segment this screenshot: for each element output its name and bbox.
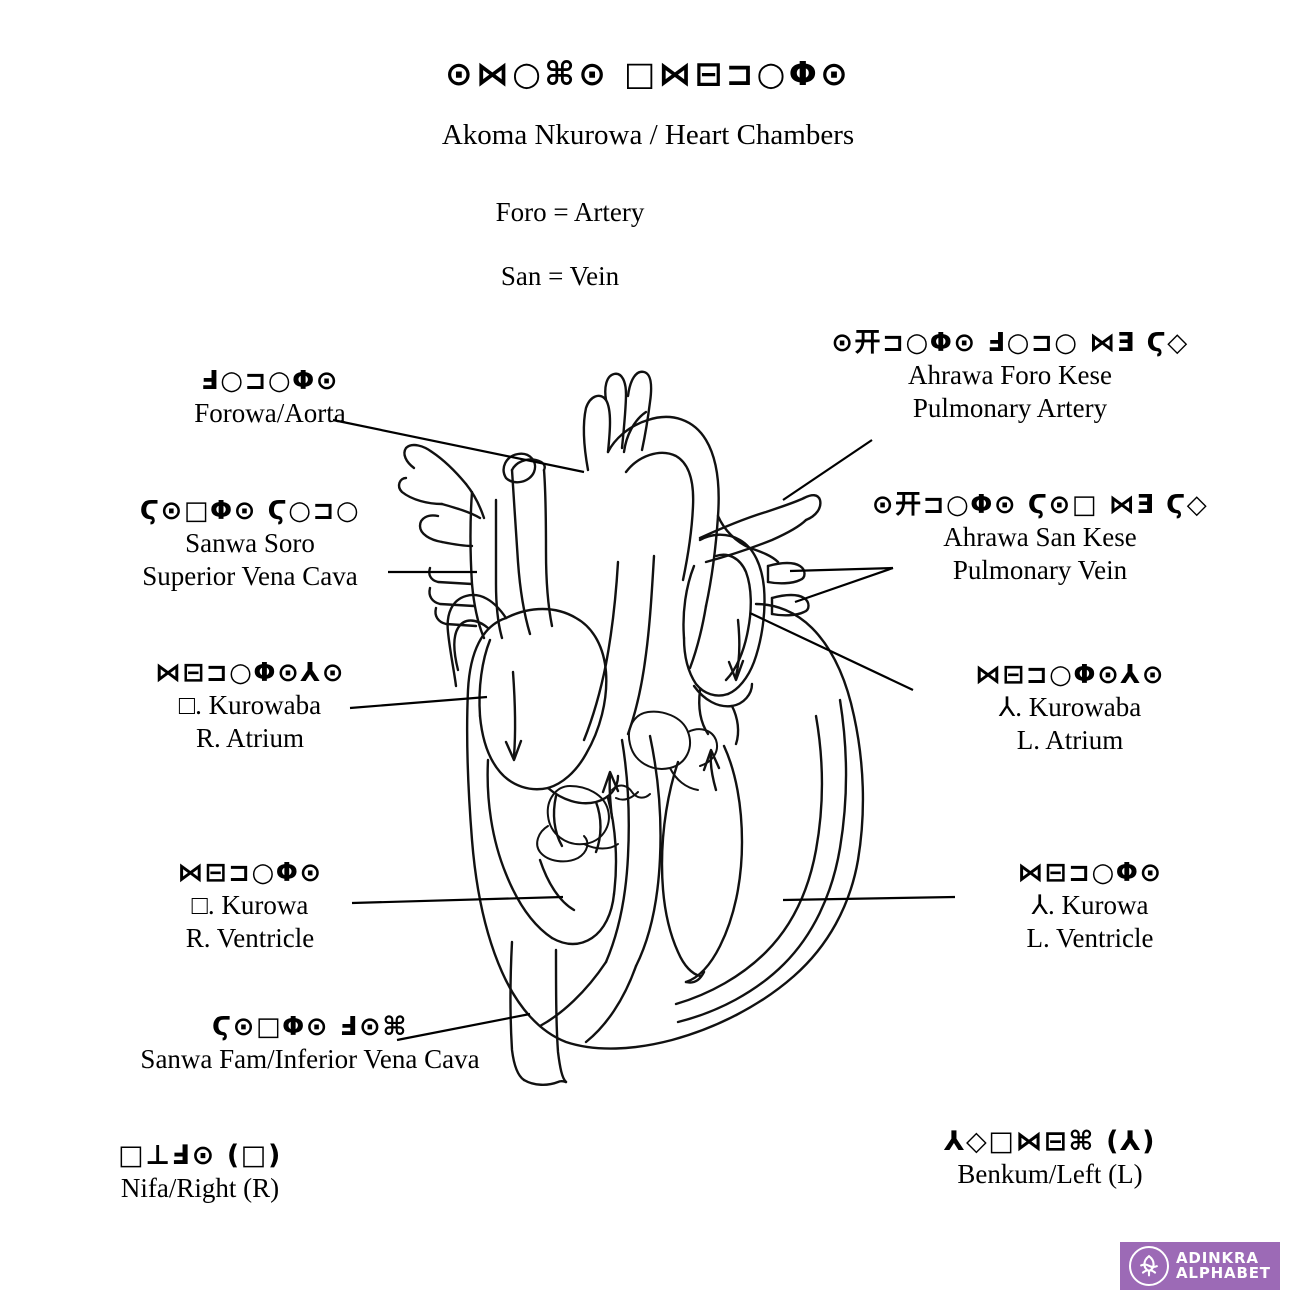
page-title-adinkra-text: ⊙⋈○⌘⊙ □⋈⊟⊐○Φ⊙: [444, 54, 852, 93]
logo-wordmark: ADINKRA ALPHABET: [1176, 1248, 1271, 1282]
adinkra-symbol-icon: [1129, 1246, 1169, 1286]
label-right-ventricle-adinkra: ⋈⊟⊐○Φ⊙: [177, 858, 323, 888]
legend-vein: San = Vein: [0, 260, 1120, 292]
label-left-atrium: ⋈⊟⊐○Φ⊙⅄⊙ ⅄. Kurowaba L. Atrium: [870, 660, 1270, 756]
label-superior-vena-cava: Ϛ⊙□Φ⊙ Ϛ○⊐○ Sanwa Soro Superior Vena Cava: [40, 496, 460, 592]
page-title-roman-text: Akoma Nkurowa / Heart Chambers: [441, 119, 855, 151]
label-pulmonary-vein-adinkra: ⊙开⊐○Φ⊙ Ϛ⊙□ ⋈Ǝ Ϛ◇: [871, 490, 1209, 520]
label-aorta: Ⅎ○⊐○Φ⊙ Forowa/Aorta: [60, 366, 480, 430]
label-superior-vena-cava-adinkra: Ϛ⊙□Φ⊙ Ϛ○⊐○: [139, 496, 361, 526]
label-pulmonary-artery-roman-1: Ahrawa Foro Kese: [908, 360, 1112, 391]
label-pulmonary-vein-roman-2: Pulmonary Vein: [952, 554, 1128, 585]
label-superior-vena-cava-roman-1: Sanwa Soro: [185, 528, 315, 559]
label-left-ventricle-adinkra: ⋈⊟⊐○Φ⊙: [1017, 858, 1163, 888]
label-pulmonary-vein-roman-1: Ahrawa San Kese: [943, 522, 1137, 553]
legend-vein-text: San = Vein: [500, 261, 620, 291]
label-aorta-roman: Forowa/Aorta: [194, 398, 346, 429]
label-right-atrium-roman-1: □. Kurowaba: [178, 690, 322, 721]
label-right-ventricle-roman-1: □. Kurowa: [191, 890, 309, 921]
label-superior-vena-cava-roman-2: Superior Vena Cava: [142, 560, 358, 591]
label-pulmonary-artery-adinkra: ⊙开⊐○Φ⊙ Ⅎ○⊐○ ⋈Ǝ Ϛ◇: [831, 328, 1189, 358]
label-right-ventricle: ⋈⊟⊐○Φ⊙ □. Kurowa R. Ventricle: [40, 858, 460, 954]
label-right-side: □⊥Ⅎ⊙ (□) Nifa/Right (R): [20, 1140, 380, 1205]
label-left-side: ⅄◇□⋈⊟⌘ (⅄) Benkum/Left (L): [880, 1126, 1220, 1191]
label-pulmonary-artery-roman-2: Pulmonary Artery: [912, 392, 1108, 423]
label-pulmonary-vein: ⊙开⊐○Φ⊙ Ϛ⊙□ ⋈Ǝ Ϛ◇ Ahrawa San Kese Pulmona…: [790, 490, 1290, 586]
label-inferior-vena-cava-adinkra: Ϛ⊙□Φ⊙ Ⅎ⊙⌘: [211, 1012, 409, 1042]
label-inferior-vena-cava: Ϛ⊙□Φ⊙ Ⅎ⊙⌘ Sanwa Fam/Inferior Vena Cava: [20, 1012, 600, 1076]
logo-line-1: ADINKRA: [1176, 1248, 1259, 1267]
label-inferior-vena-cava-roman: Sanwa Fam/Inferior Vena Cava: [140, 1044, 480, 1075]
legend-artery: Foro = Artery: [0, 196, 1140, 228]
page-title-roman: Akoma Nkurowa / Heart Chambers: [0, 118, 1296, 153]
label-right-atrium-roman-2: R. Atrium: [195, 722, 304, 753]
label-right-atrium-adinkra: ⋈⊟⊐○Φ⊙⅄⊙: [154, 658, 346, 688]
label-left-atrium-roman-2: L. Atrium: [1016, 724, 1124, 755]
label-right-side-roman: Nifa/Right (R): [120, 1173, 280, 1204]
label-right-atrium: ⋈⊟⊐○Φ⊙⅄⊙ □. Kurowaba R. Atrium: [40, 658, 460, 754]
label-left-side-roman: Benkum/Left (L): [957, 1159, 1143, 1190]
adinkra-alphabet-logo[interactable]: ADINKRA ALPHABET: [1120, 1242, 1280, 1290]
label-left-ventricle: ⋈⊟⊐○Φ⊙ ⅄. Kurowa L. Ventricle: [900, 858, 1280, 954]
label-left-ventricle-roman-1: ⅄. Kurowa: [1031, 890, 1149, 921]
label-right-ventricle-roman-2: R. Ventricle: [185, 922, 315, 953]
label-left-ventricle-roman-2: L. Ventricle: [1026, 922, 1154, 953]
label-left-side-adinkra: ⅄◇□⋈⊟⌘ (⅄): [943, 1126, 1157, 1157]
label-left-atrium-roman-1: ⅄. Kurowaba: [998, 692, 1142, 723]
label-right-side-adinkra: □⊥Ⅎ⊙ (□): [118, 1140, 282, 1171]
label-pulmonary-artery: ⊙开⊐○Φ⊙ Ⅎ○⊐○ ⋈Ǝ Ϛ◇ Ahrawa Foro Kese Pulmo…: [760, 328, 1260, 424]
page-title-adinkra: ⊙⋈○⌘⊙ □⋈⊟⊐○Φ⊙: [0, 54, 1296, 94]
legend-artery-text: Foro = Artery: [495, 197, 645, 227]
logo-line-2: ALPHABET: [1176, 1264, 1271, 1282]
label-left-atrium-adinkra: ⋈⊟⊐○Φ⊙⅄⊙: [974, 660, 1166, 690]
label-aorta-adinkra: Ⅎ○⊐○Φ⊙: [200, 366, 340, 396]
